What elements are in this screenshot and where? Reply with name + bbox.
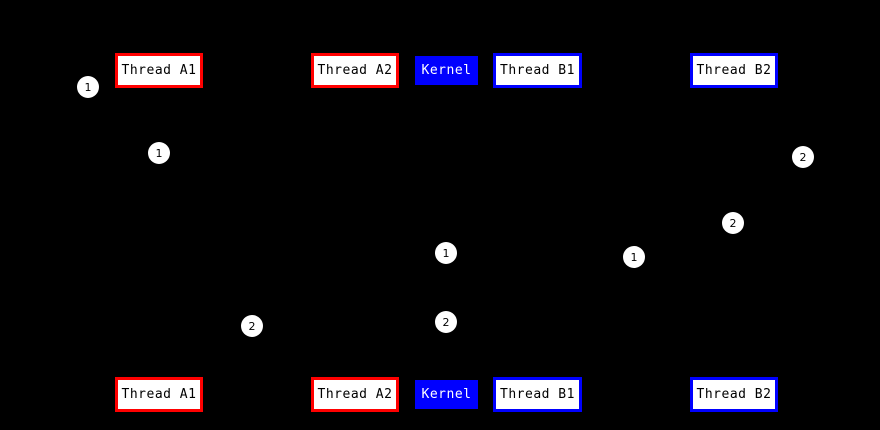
participant-box-thread-a2-bottom[interactable]: Thread A2 [311,377,399,412]
participant-box-thread-b1-bottom[interactable]: Thread B1 [493,377,582,412]
sequence-marker-label: 1 [442,246,450,260]
participant-label: Kernel [421,387,472,402]
participant-label: Thread A1 [121,387,197,402]
lifeline-thread-a1 [158,88,159,377]
participant-box-kernel-top[interactable]: Kernel [415,56,478,85]
participant-box-thread-a1-bottom[interactable]: Thread A1 [115,377,203,412]
lifeline-kernel [446,88,447,377]
sequence-marker-label: 1 [84,80,92,94]
participant-label: Thread A1 [121,63,197,78]
participant-label: Thread A2 [317,63,393,78]
participant-box-thread-b1-top[interactable]: Thread B1 [493,53,582,88]
lifeline-thread-b1 [537,88,538,377]
lifeline-thread-a2 [354,88,355,377]
participant-box-kernel-bottom[interactable]: Kernel [415,380,478,409]
sequence-marker-label: 2 [442,315,450,329]
sequence-marker: 2 [722,212,744,234]
sequence-marker-label: 2 [799,150,807,164]
sequence-marker: 2 [435,311,457,333]
participant-label: Thread B1 [500,387,575,402]
sequence-marker-label: 2 [729,216,737,230]
participant-box-thread-a2-top[interactable]: Thread A2 [311,53,399,88]
sequence-marker: 2 [792,146,814,168]
participant-label: Kernel [421,63,472,78]
participant-label: Thread B1 [500,63,575,78]
participant-box-thread-b2-bottom[interactable]: Thread B2 [690,377,778,412]
message-line-kernel-to-b2 [446,235,733,236]
participant-box-thread-b2-top[interactable]: Thread B2 [690,53,778,88]
sequence-marker-label: 1 [155,146,163,160]
participant-label: Thread A2 [317,387,393,402]
message-line-b2-to-kernel [446,270,733,271]
participant-label: Thread B2 [696,63,772,78]
sequence-marker-label: 2 [248,319,256,333]
participant-label: Thread B2 [696,387,772,402]
sequence-marker-label: 1 [630,250,638,264]
message-line-kernel-to-a1 [158,338,446,339]
participant-box-thread-a1-top[interactable]: Thread A1 [115,53,203,88]
sequence-marker: 1 [148,142,170,164]
sequence-marker: 1 [623,246,645,268]
sequence-marker: 1 [77,76,99,98]
message-line-a1-to-kernel [158,165,446,166]
sequence-marker: 2 [241,315,263,337]
sequence-marker: 1 [435,242,457,264]
